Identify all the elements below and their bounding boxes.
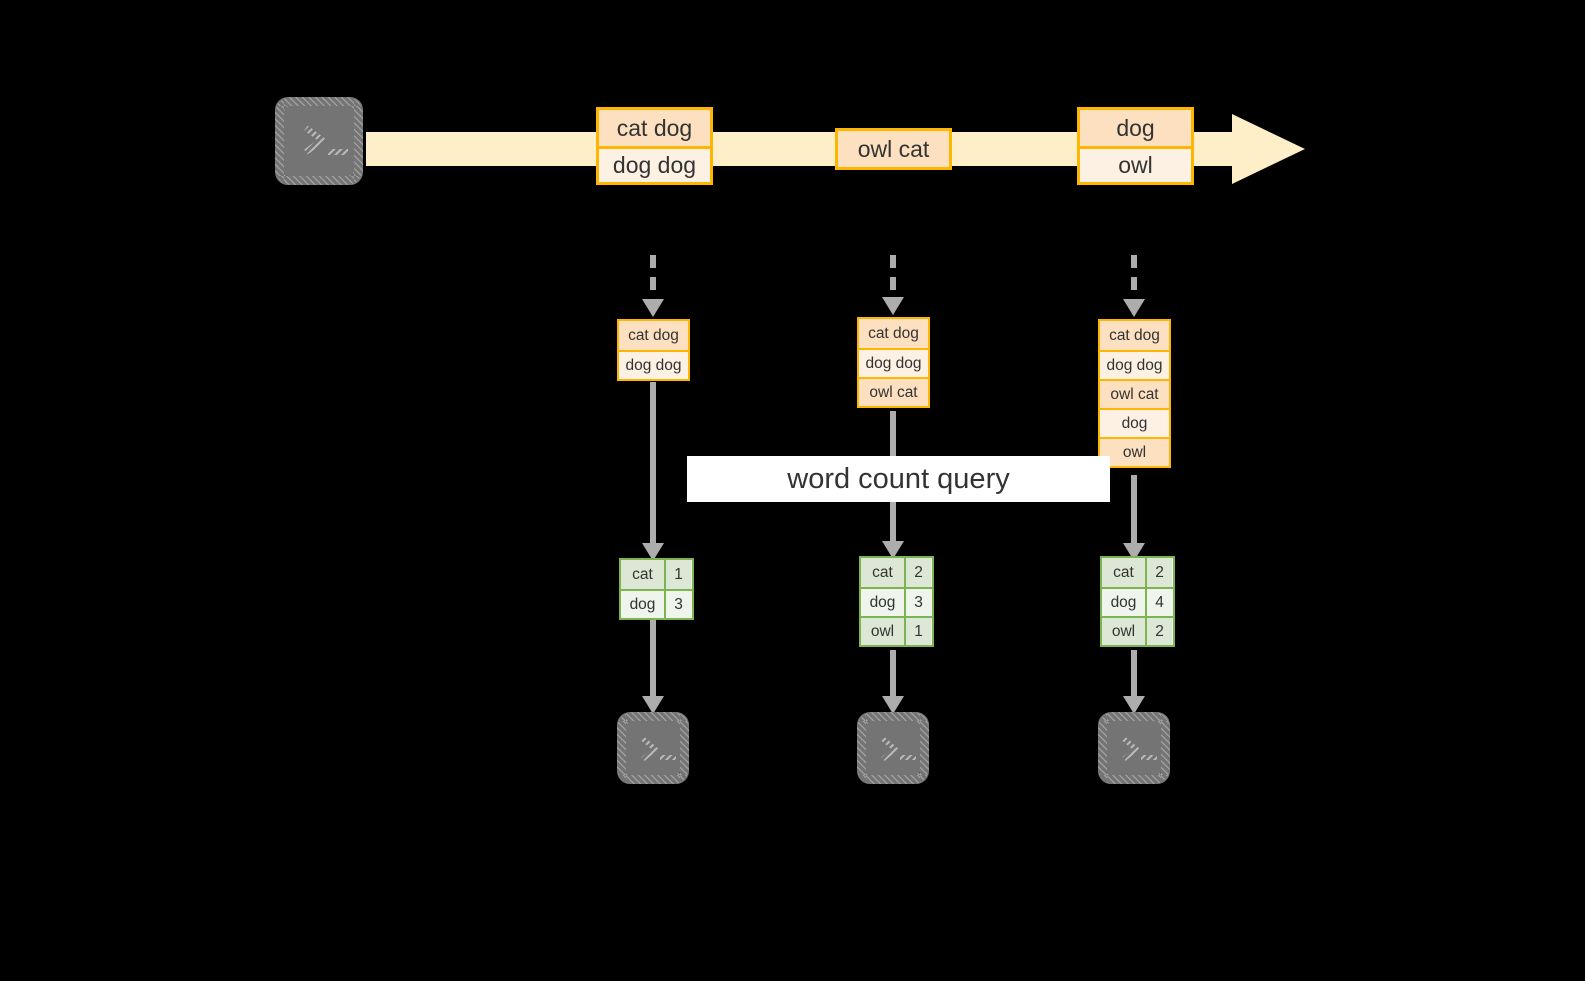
connector-line <box>890 650 896 698</box>
snapshot-1-sink-connector <box>642 620 664 715</box>
count-cell: 2 <box>1145 618 1172 645</box>
word-cell: owl <box>1102 618 1145 645</box>
snapshot-3-word-counts: cat 2 dog 4 owl 2 <box>1100 556 1175 647</box>
word-count-row: cat 2 <box>1102 558 1173 587</box>
accumulated-row: cat dog <box>1100 321 1169 350</box>
word-count-row: owl 2 <box>1102 616 1173 645</box>
snapshot-1-accumulated-rows: cat dog dog dog <box>617 319 690 381</box>
query-label: word count query <box>687 456 1110 502</box>
snapshot-2-stream-connector <box>882 255 904 317</box>
word-count-row: owl 1 <box>861 616 932 645</box>
stream-message-1: cat dog dog dog <box>596 107 713 185</box>
terminal-prompt-glyph <box>641 737 676 761</box>
stream-message-row: dog dog <box>599 146 710 182</box>
snapshot-2-word-counts: cat 2 dog 3 owl 1 <box>859 556 934 647</box>
accumulated-row: owl cat <box>1100 379 1169 408</box>
connector-line <box>650 620 656 698</box>
snapshot-2-sink-connector <box>882 650 904 715</box>
connector-line <box>890 255 896 297</box>
word-count-row: cat 2 <box>861 558 932 587</box>
word-cell: dog <box>861 589 904 616</box>
word-cell: owl <box>861 618 904 645</box>
stream-message-row: cat dog <box>599 110 710 146</box>
word-cell: cat <box>1102 558 1145 587</box>
stream-message-row: dog <box>1080 110 1191 146</box>
connector-arrowhead <box>1123 696 1145 714</box>
word-cell: cat <box>861 558 904 587</box>
stream-message-3: dog owl <box>1077 107 1194 185</box>
connector-arrowhead <box>882 541 904 559</box>
word-count-row: dog 3 <box>861 587 932 616</box>
connector-line <box>1131 255 1137 299</box>
connector-line <box>1131 650 1137 698</box>
count-cell: 3 <box>664 591 691 618</box>
accumulated-row: dog dog <box>619 350 688 379</box>
connector-arrowhead <box>882 696 904 714</box>
connector-arrowhead <box>1123 299 1145 317</box>
word-count-row: cat 1 <box>621 560 692 589</box>
stream-message-2: owl cat <box>835 128 952 170</box>
accumulated-row: dog <box>1100 408 1169 437</box>
word-cell: dog <box>621 591 664 618</box>
connector-line <box>650 382 656 545</box>
snapshot-3-query-connector <box>1123 475 1145 563</box>
accumulated-row: cat dog <box>859 319 928 348</box>
accumulated-row: cat dog <box>619 321 688 350</box>
terminal-prompt-glyph <box>304 125 348 155</box>
count-cell: 2 <box>1145 558 1172 587</box>
snapshot-3-sink-terminal-icon <box>1098 712 1170 784</box>
snapshot-3-accumulated-rows: cat dog dog dog owl cat dog owl <box>1098 319 1171 468</box>
connector-line <box>1131 475 1137 545</box>
snapshot-2-sink-terminal-icon <box>857 712 929 784</box>
connector-arrowhead <box>642 299 664 317</box>
count-cell: 2 <box>904 558 931 587</box>
count-cell: 3 <box>904 589 931 616</box>
count-cell: 1 <box>664 560 691 589</box>
word-cell: cat <box>621 560 664 589</box>
connector-arrowhead <box>642 543 664 561</box>
connector-line <box>650 255 656 299</box>
word-count-row: dog 4 <box>1102 587 1173 616</box>
terminal-prompt-glyph <box>1122 737 1157 761</box>
snapshot-3-sink-connector <box>1123 650 1145 715</box>
terminal-prompt-glyph <box>881 737 916 761</box>
snapshot-3-stream-connector <box>1123 255 1145 317</box>
count-cell: 4 <box>1145 589 1172 616</box>
word-count-row: dog 3 <box>621 589 692 618</box>
stream-message-row: owl <box>1080 146 1191 182</box>
accumulated-row: dog dog <box>859 348 928 377</box>
stream-message-row: owl cat <box>838 131 949 167</box>
word-cell: dog <box>1102 589 1145 616</box>
connector-arrowhead <box>642 696 664 714</box>
snapshot-1-sink-terminal-icon <box>617 712 689 784</box>
snapshot-1-stream-connector <box>642 255 664 317</box>
snapshot-1-query-connector <box>642 382 664 562</box>
accumulated-row: dog dog <box>1100 350 1169 379</box>
count-cell: 1 <box>904 618 931 645</box>
connector-arrowhead <box>882 297 904 315</box>
accumulated-row: owl cat <box>859 377 928 406</box>
snapshot-1-word-counts: cat 1 dog 3 <box>619 558 694 620</box>
source-terminal-icon <box>275 97 363 185</box>
accumulated-row: owl <box>1100 437 1169 466</box>
snapshot-2-accumulated-rows: cat dog dog dog owl cat <box>857 317 930 408</box>
